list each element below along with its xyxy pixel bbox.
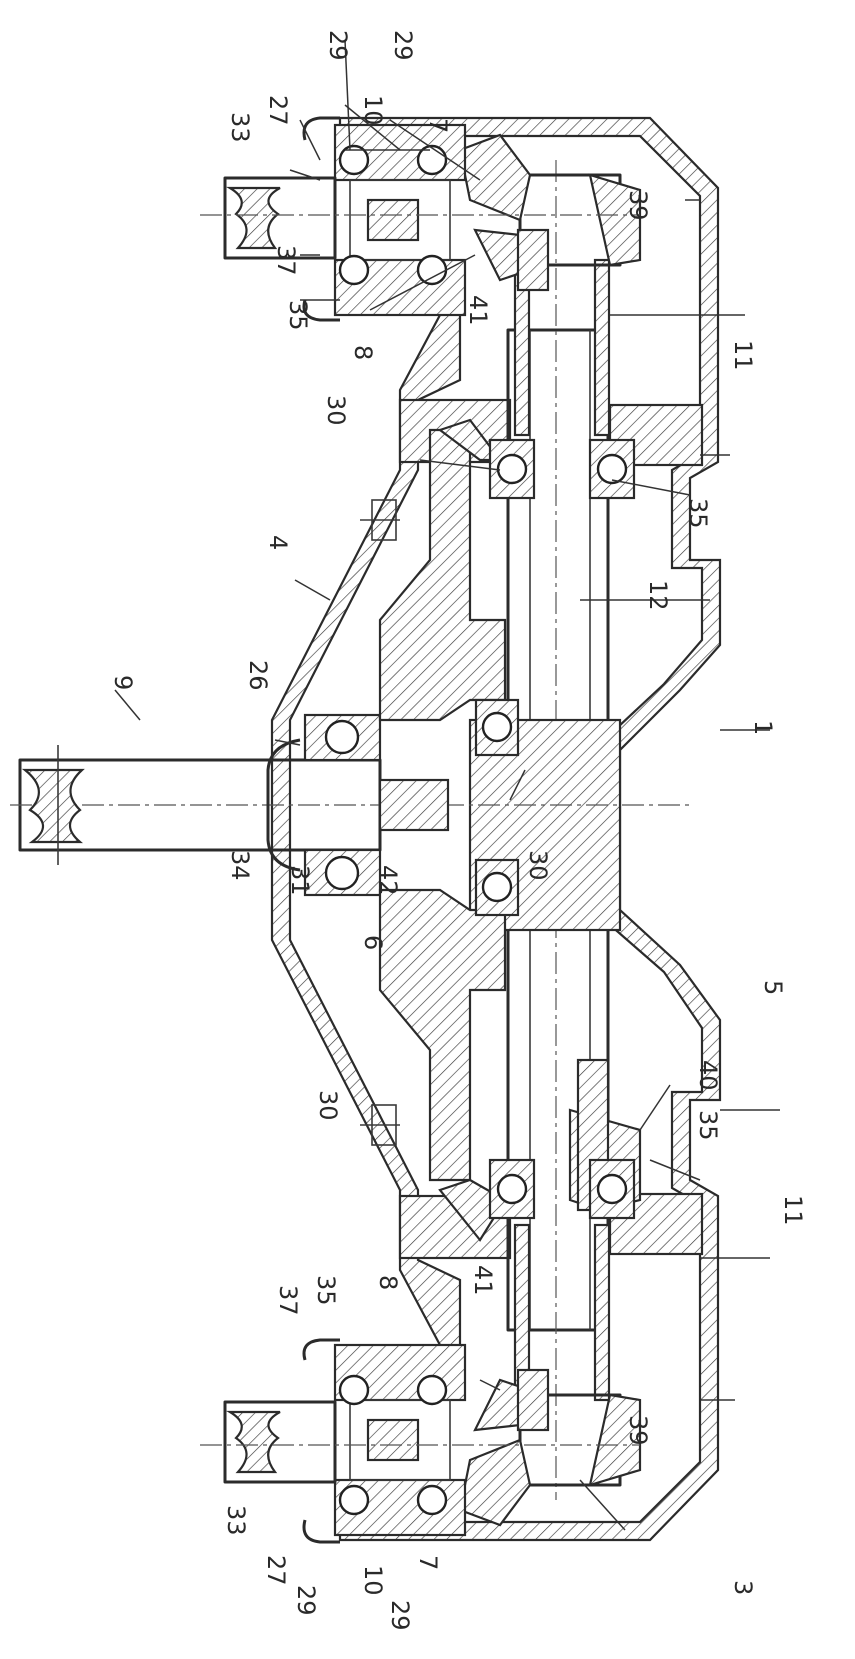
bearing-31-ball-b [324,855,360,891]
input-shaft-break [21,768,85,844]
label-35: 35 [684,498,712,529]
label-5: 5 [759,980,787,995]
label-1: 1 [749,720,777,735]
label-11: 11 [729,340,757,371]
bevel-gear-6 [378,418,507,1242]
label-10: 10 [359,95,387,126]
sleeve-11-top-b [593,258,611,437]
label-9: 9 [109,675,137,690]
label-4: 4 [264,535,292,550]
bolt-top [371,499,397,541]
label-11: 11 [779,1195,807,1226]
label-10: 10 [359,1565,387,1596]
label-34: 34 [226,850,254,881]
label-12: 12 [644,580,672,611]
label-27: 27 [264,95,292,126]
main-bearings [474,438,636,1220]
label-26: 26 [244,660,272,691]
label-42: 42 [374,865,402,896]
label-29: 29 [389,30,417,61]
label-6: 6 [359,935,387,950]
label-40: 40 [694,1060,722,1091]
label-41: 41 [464,295,492,326]
seal-cap [266,738,301,872]
bolt-bottom [371,1104,397,1146]
key-42 [378,778,450,832]
label-30: 30 [322,395,350,426]
label-37: 37 [274,1285,302,1316]
label-31: 31 [286,865,314,896]
label-41: 41 [469,1265,497,1296]
label-35: 35 [312,1275,340,1306]
label-30: 30 [314,1090,342,1121]
label-3: 3 [729,1580,757,1595]
label-39: 39 [624,1415,652,1446]
label-8: 8 [374,1275,402,1290]
label-33: 33 [226,112,254,143]
label-39: 39 [624,190,652,221]
label-27: 27 [262,1555,290,1586]
label-35: 35 [694,1110,722,1141]
leaders [114,39,780,1531]
label-33: 33 [222,1505,250,1536]
label-29: 29 [292,1585,320,1616]
output-assembly-top [200,116,642,322]
label-30: 30 [524,850,552,881]
sleeve-11-bottom-b [593,1223,611,1402]
flange-top-lower [608,403,704,467]
label-29: 29 [386,1600,414,1631]
input-shaft [10,713,690,897]
label-8: 8 [349,345,377,360]
label-35: 35 [284,300,312,331]
label-7: 7 [414,1555,442,1570]
label-7: 7 [424,118,452,133]
label-37: 37 [272,245,300,276]
bearing-31-ball-a [324,719,360,755]
output-assembly-bottom [200,1338,642,1544]
part-labels: 29 29 10 27 33 7 39 37 35 41 8 11 30 35 … [109,30,807,1631]
label-29: 29 [324,30,352,61]
